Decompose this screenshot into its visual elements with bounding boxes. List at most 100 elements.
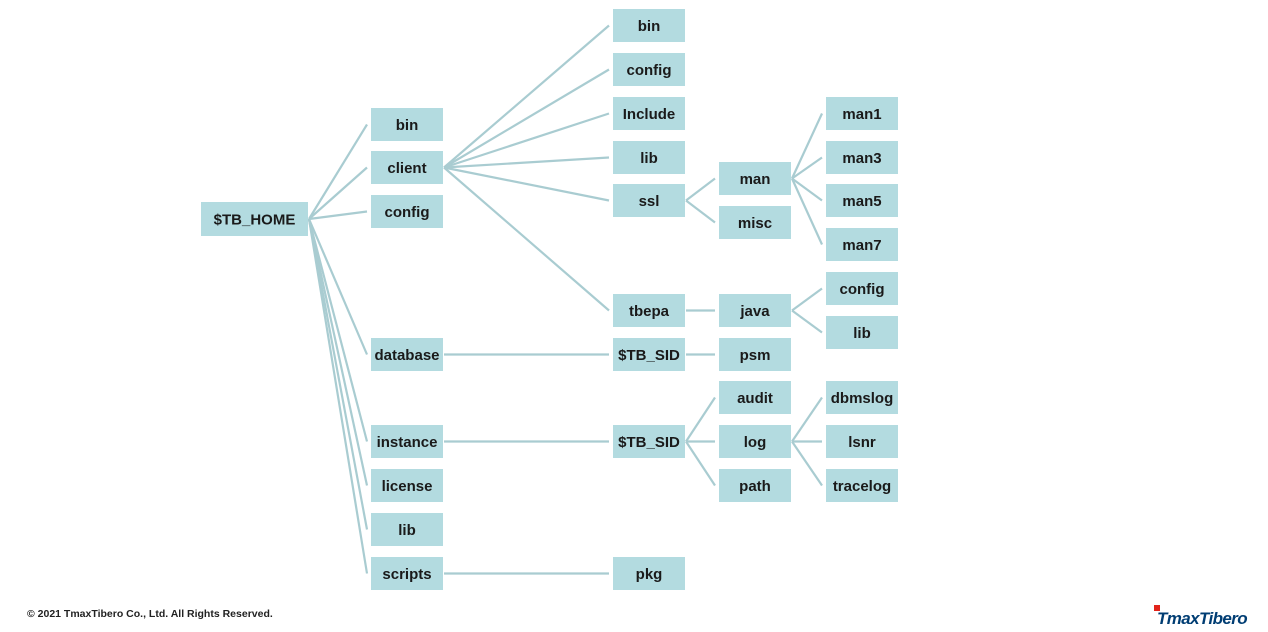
node-license: license [371,469,443,502]
node-box [371,151,443,184]
node-client-lib: lib [613,141,685,174]
node-box [613,53,685,86]
tree-connectors [307,24,824,575]
node-box [201,202,308,236]
node-inst-audit: audit [719,381,791,414]
node-box [613,338,685,371]
connector-tbepa_java-java_config [791,287,823,312]
node-label: lsnr [848,434,876,451]
node-java-config: config [826,272,898,305]
node-man5: man5 [826,184,898,217]
node-box [613,557,685,590]
node-label: license [382,478,433,495]
node-box [826,228,898,261]
node-box [826,381,898,414]
node-label: lib [398,522,416,539]
node-db-psm: psm [719,338,791,371]
node-box [719,338,791,371]
node-label: man3 [842,150,881,167]
node-box [371,425,443,458]
connector-client-client_config [443,68,610,169]
node-box [719,469,791,502]
node-database: database [371,338,443,371]
node-client-tbepa: tbepa [613,294,685,327]
connector-inst_log-log_dbmslog [791,396,823,443]
node-label: java [739,303,770,320]
node-label: Include [623,106,676,123]
connector-client-client_bin [443,24,610,169]
node-box [371,513,443,546]
connector-client-client_ssl [443,166,610,202]
node-label: tbepa [629,303,670,320]
node-box [371,469,443,502]
connector-ssl_man-man1 [791,113,823,179]
node-tbepa-java: java [719,294,791,327]
node-label: dbmslog [831,390,894,407]
node-label: man7 [842,237,881,254]
node-label: log [744,434,767,451]
node-box [826,141,898,174]
connector-root-scripts [307,218,369,574]
connector-root-bin [308,123,368,220]
node-box [613,184,685,217]
connector-root-instance [307,218,369,442]
node-box [826,469,898,502]
node-box [371,195,443,228]
node-label: psm [740,347,771,364]
node-client-bin: bin [613,9,685,42]
connector-client-client_lib [443,156,610,169]
node-client-config: config [613,53,685,86]
node-lib: lib [371,513,443,546]
node-man1: man1 [826,97,898,130]
node-box [826,425,898,458]
node-ssl-misc: misc [719,206,791,239]
node-log-tracelog: tracelog [826,469,898,502]
node-label: lib [853,325,871,342]
connector-root-config [308,210,368,221]
node-box [371,338,443,371]
connector-ssl_man-man5 [791,177,823,202]
node-label: man1 [842,106,881,123]
node-label: $TB_SID [618,434,680,451]
node-box [613,9,685,42]
node-label: tracelog [833,478,891,495]
node-label: bin [396,117,419,134]
node-box [371,557,443,590]
node-client-include: Include [613,97,685,130]
node-label: config [840,281,885,298]
node-log-lsnr: lsnr [826,425,898,458]
connector-ssl_man-man3 [791,156,823,180]
node-client: client [371,151,443,184]
node-ssl-man: man [719,162,791,195]
connector-client-client_include [443,112,610,169]
node-box [719,381,791,414]
connector-tbepa_java-java_lib [791,309,823,334]
connector-inst_log-log_tracelog [791,440,823,487]
node-label: lib [640,150,658,167]
connector-client-client_tbepa [443,166,610,312]
node-label: pkg [636,566,663,583]
node-label: client [387,160,426,177]
node-label: misc [738,215,772,232]
node-instance: instance [371,425,443,458]
node-box [613,425,685,458]
node-bin: bin [371,108,443,141]
logo-mark-icon [1154,605,1160,611]
node-label: ssl [639,193,660,210]
node-scripts: scripts [371,557,443,590]
node-box [719,206,791,239]
connector-ssl_man-man7 [790,178,824,245]
logo-wordmark: TmaxTibero [1157,609,1248,628]
node-instance-tb-sid: $TB_SID [613,425,685,458]
node-label: instance [377,434,438,451]
copyright-text: © 2021 TmaxTibero Co., Ltd. All Rights R… [27,608,273,620]
node-scripts-pkg: pkg [613,557,685,590]
node-box [613,294,685,327]
node-label: bin [638,18,661,35]
node-inst-log: log [719,425,791,458]
node-java-lib: lib [826,316,898,349]
node-root: $TB_HOME [201,202,308,236]
node-box [826,184,898,217]
node-box [719,294,791,327]
